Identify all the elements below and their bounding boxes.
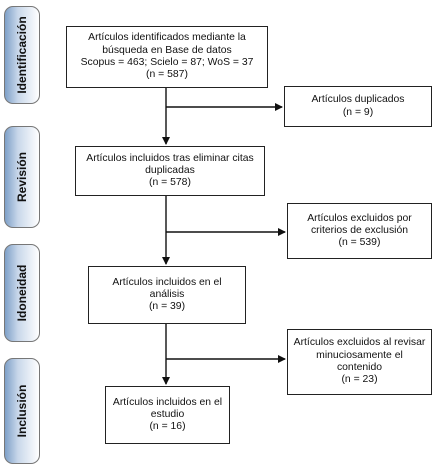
box-excluded-criteria-line-3: (n = 539) (338, 237, 381, 249)
box-excluded-criteria-line-2: criterios de exclusión (310, 224, 409, 236)
box-excluded-content-line-1: Artículos excluidos al revisar (293, 337, 426, 349)
box-screened-line-2: duplicadas (145, 164, 195, 176)
phase-revision: Revisión (4, 126, 40, 228)
box-included-line-2: estudio (150, 408, 185, 420)
box-included: Artículos incluidos en el estudio (n = 1… (105, 386, 230, 444)
box-duplicates: Artículos duplicados (n = 9) (284, 86, 432, 127)
box-included-line-1: Artículos incluidos en el (112, 396, 223, 408)
box-included-line-3: (n = 16) (149, 421, 186, 433)
box-excluded-criteria: Artículos excluidos por criterios de exc… (287, 203, 432, 259)
box-identified-line-2: búsqueda en Base de datos (102, 44, 232, 56)
box-excluded-criteria-line-1: Artículos excluidos por (307, 212, 412, 224)
box-screened: Artículos incluidos tras eliminar citas … (75, 146, 265, 196)
box-identified: Artículos identificados mediante la búsq… (66, 26, 268, 88)
phase-idoneidad: Idoneidad (4, 244, 40, 342)
box-eligible-line-2: análisis (149, 288, 185, 300)
box-duplicates-line-2: (n = 9) (342, 106, 374, 118)
box-identified-line-1: Artículos identificados mediante la (88, 32, 246, 44)
box-excluded-content-line-4: (n = 23) (341, 374, 378, 386)
box-excluded-content: Artículos excluidos al revisar minuciosa… (287, 329, 432, 395)
box-excluded-content-line-3: contenido (336, 362, 383, 373)
box-eligible: Artículos incluidos en el análisis (n = … (88, 266, 246, 324)
box-screened-line-3: (n = 578) (149, 177, 191, 189)
box-identified-line-3: Scopus = 463; Scielo = 87; WoS = 37 (80, 57, 254, 68)
box-identified-line-4: (n = 587) (146, 69, 188, 81)
box-eligible-line-1: Artículos incluidos en el (112, 276, 222, 288)
box-screened-line-1: Artículos incluidos tras eliminar citas (86, 152, 254, 164)
box-excluded-content-line-2: minuciosamente el (316, 349, 403, 361)
box-eligible-line-3: (n = 39) (148, 301, 186, 313)
phase-inclusion: Inclusión (4, 358, 40, 464)
box-duplicates-line-1: Artículos duplicados (311, 94, 405, 106)
phase-identificacion: Identificación (4, 6, 40, 104)
